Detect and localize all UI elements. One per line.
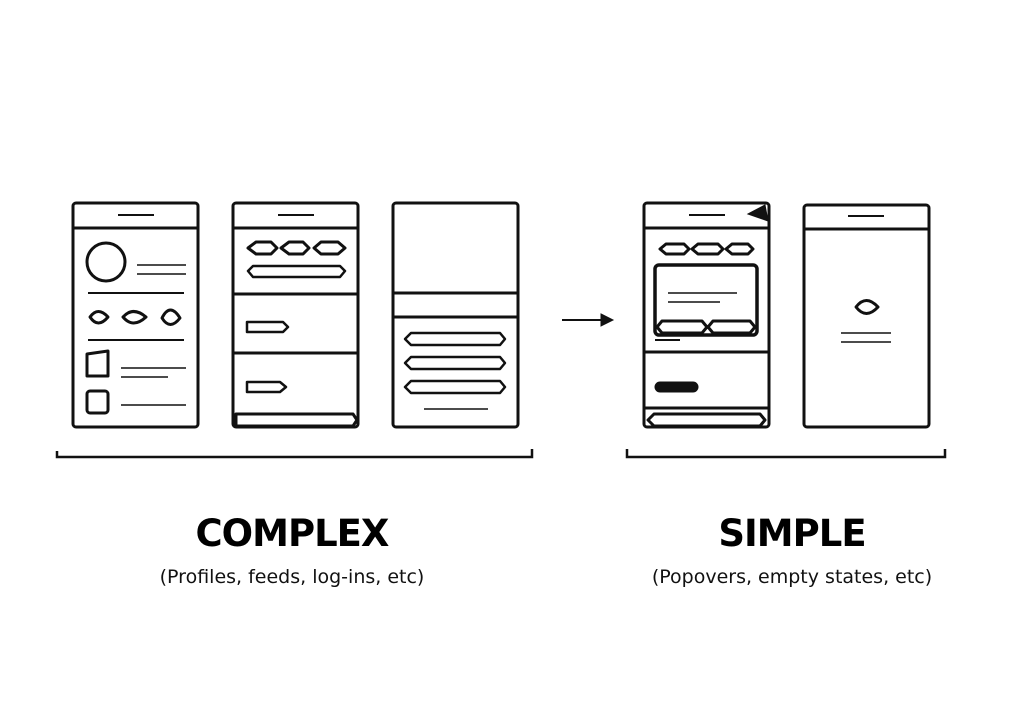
simple-heading: SIMPLE [718, 512, 866, 555]
feed-pill-button [247, 322, 288, 332]
login-wireframe [393, 203, 518, 427]
action-icon [123, 312, 146, 324]
complex-heading: COMPLEX [195, 512, 390, 555]
right-arrow-icon [562, 314, 613, 326]
simple-subtitle: (Popovers, empty states, etc) [651, 566, 933, 588]
empty-state-icon [856, 301, 878, 314]
feed-pill-button [247, 382, 286, 392]
login-input-field [405, 357, 505, 369]
complex-group [57, 203, 532, 457]
thumbnail-icon [87, 391, 108, 413]
simple-bracket [627, 449, 945, 457]
action-icon [90, 312, 108, 324]
popover-dark-button [655, 382, 698, 392]
popover-card [655, 265, 757, 335]
empty-state-wireframe [804, 205, 929, 427]
profile-wireframe [73, 203, 198, 427]
feed-wireframe [233, 203, 358, 427]
corner-fold-icon [748, 205, 768, 221]
action-icon [162, 310, 180, 325]
avatar-placeholder-icon [87, 243, 125, 281]
login-submit-button [405, 381, 505, 393]
login-input-field [405, 333, 505, 345]
complex-subtitle: (Profiles, feeds, log-ins, etc) [159, 566, 425, 588]
complex-bracket [57, 449, 532, 457]
thumbnail-icon [87, 351, 108, 376]
simple-group [627, 203, 945, 457]
popover-wireframe [644, 203, 769, 427]
